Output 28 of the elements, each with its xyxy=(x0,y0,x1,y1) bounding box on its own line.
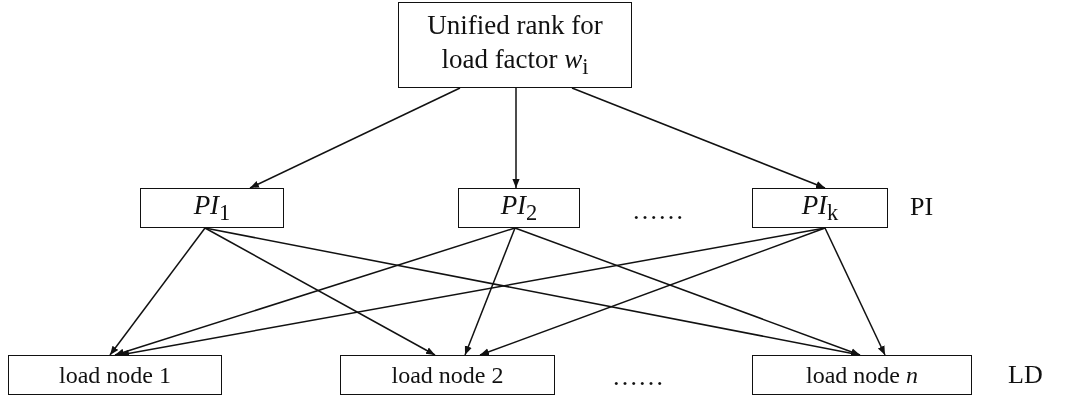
process-box xyxy=(752,355,972,395)
arrow xyxy=(514,227,861,356)
node-label: load node 2 xyxy=(391,361,504,390)
annotation-label: …… xyxy=(612,362,664,392)
arrow xyxy=(204,227,436,356)
node-label: PI$_{k}$ xyxy=(801,188,839,228)
arrow xyxy=(571,87,826,189)
arrow xyxy=(114,227,516,356)
node-label: PI$_{1}$ xyxy=(193,188,231,228)
process-box xyxy=(140,188,284,228)
annotation-label: …… xyxy=(632,196,684,226)
process-box xyxy=(458,188,580,228)
arrow xyxy=(249,87,461,189)
arrow xyxy=(464,227,516,356)
annotation-label: LD xyxy=(1008,360,1043,390)
node-label: Unified rank for load factor w$_{i}$ xyxy=(426,8,604,81)
arrow xyxy=(512,87,520,189)
arrow xyxy=(479,227,826,356)
node-label: load node 1 xyxy=(59,361,171,390)
process-box xyxy=(340,355,555,395)
annotation-label: PI xyxy=(910,192,934,222)
process-box xyxy=(398,2,632,88)
process-box xyxy=(752,188,888,228)
node-label: load node n xyxy=(806,361,918,390)
arrow xyxy=(109,227,206,356)
node-label: PI$_{2}$ xyxy=(500,188,538,228)
process-box xyxy=(8,355,222,395)
arrow xyxy=(824,227,886,356)
